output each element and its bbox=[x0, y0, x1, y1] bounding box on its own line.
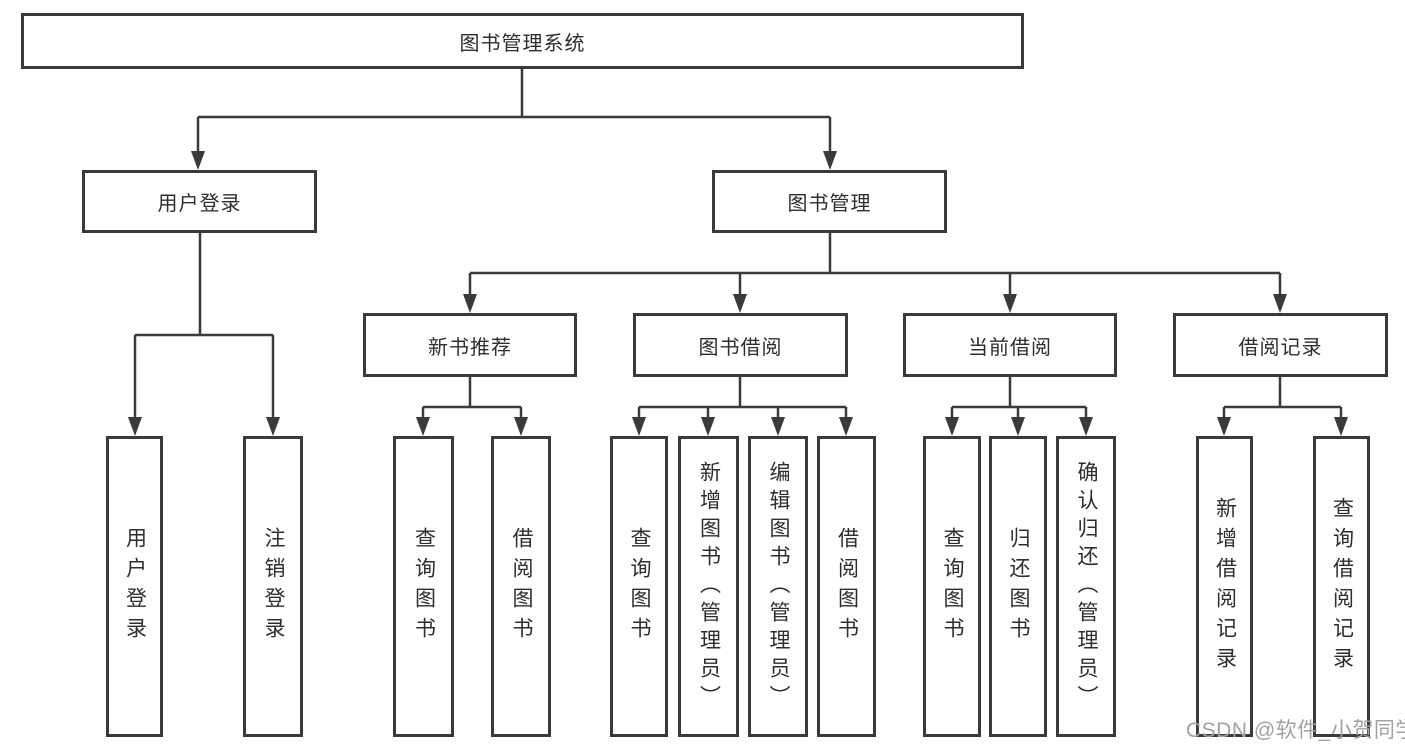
leaf-borrow-add-books-admin: 新增图书（管理员） bbox=[678, 436, 739, 737]
csdn-watermark: CSDN @软件_小贺同学 bbox=[1186, 719, 1405, 742]
node-book-management: 图书管理 bbox=[712, 170, 947, 233]
leaf-borrow-borrow-books: 借阅图书 bbox=[817, 436, 876, 737]
connector-root-to-level2 bbox=[191, 69, 837, 170]
node-current-borrowing: 当前借阅 bbox=[903, 313, 1117, 377]
node-new-book-recommendation: 新书推荐 bbox=[363, 313, 577, 377]
connector-bookborrow-to-leaves bbox=[632, 377, 853, 436]
leaf-current-confirm-return-admin: 确认归还（管理员） bbox=[1056, 436, 1116, 737]
leaf-borrow-query-books: 查询图书 bbox=[610, 436, 668, 737]
leaf-newbook-query-books: 查询图书 bbox=[393, 436, 454, 737]
leaf-user-login: 用户登录 bbox=[106, 436, 163, 737]
connector-borrowrecord-to-leaves bbox=[1217, 377, 1348, 436]
connector-userlogin-to-leaves bbox=[128, 233, 280, 436]
connector-bookmgmt-to-level3 bbox=[463, 233, 1287, 313]
leaf-current-query-books: 查询图书 bbox=[923, 436, 981, 737]
leaf-current-return-books: 归还图书 bbox=[989, 436, 1047, 737]
node-user-login: 用户登录 bbox=[82, 170, 317, 233]
leaf-newbook-borrow-books: 借阅图书 bbox=[491, 436, 551, 737]
connector-newbook-to-leaves bbox=[416, 377, 528, 436]
node-book-borrowing: 图书借阅 bbox=[633, 313, 848, 377]
leaf-borrow-edit-books-admin: 编辑图书（管理员） bbox=[748, 436, 808, 737]
node-library-management-system: 图书管理系统 bbox=[21, 13, 1024, 69]
leaf-record-add-borrow-record: 新增借阅记录 bbox=[1196, 436, 1253, 737]
leaf-record-query-borrow-record: 查询借阅记录 bbox=[1313, 436, 1370, 737]
node-borrowing-records: 借阅记录 bbox=[1173, 313, 1388, 377]
leaf-logout: 注销登录 bbox=[243, 436, 303, 737]
connector-currentborrow-to-leaves bbox=[945, 377, 1093, 436]
